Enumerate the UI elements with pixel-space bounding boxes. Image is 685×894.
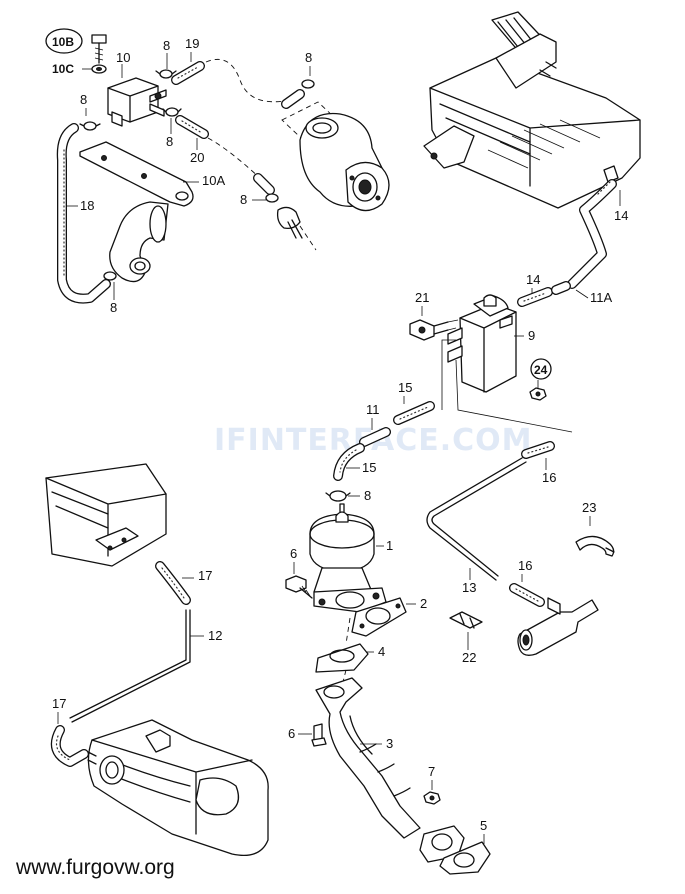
callout-4: 4 [378,644,385,659]
callout-8-b: 8 [80,92,87,107]
control-unit-box [45,463,167,567]
callout-10a: 10A [202,173,225,188]
callout-17-a: 17 [198,568,212,583]
callout-16-b: 16 [518,558,532,573]
air-filter-group: 14 11A [423,11,641,305]
callout-19: 19 [185,36,199,51]
callout-7: 7 [428,764,435,779]
egr-valve [309,513,375,573]
vacuum-hoses-group: 15 11 15 8 [325,380,435,503]
callout-20: 20 [190,150,204,165]
callout-24: 24 [534,363,548,377]
gasket-2 [351,597,407,637]
mounting-bracket [79,141,194,207]
callout-3: 3 [386,736,393,751]
gasket-5 [439,841,491,875]
callout-10b: 10B [52,35,74,49]
callout-21: 21 [415,290,429,305]
callout-6-b: 6 [288,726,295,741]
vacuum-pipe [426,457,523,581]
callout-1: 1 [386,538,393,553]
callout-8-c: 8 [166,134,173,149]
callout-8-e: 8 [305,50,312,65]
callout-6-a: 6 [290,546,297,561]
callout-circle-10b [45,28,83,54]
callout-13: 13 [462,580,476,595]
intercooler-group: 17 12 17 [45,463,269,857]
callout-22: 22 [462,650,476,665]
retaining-clip-22 [449,611,483,629]
vacuum-line-group: 16 13 16 23 22 [426,441,615,665]
callout-5: 5 [480,818,487,833]
bolt-icon [91,34,107,44]
check-valve [276,206,301,230]
callout-14-a: 14 [614,208,628,223]
callout-2: 2 [420,596,427,611]
callout-17-b: 17 [52,696,66,711]
callout-12: 12 [208,628,222,643]
callout-14-b: 14 [526,272,540,287]
charge-air-cooler [87,719,269,857]
turbocharger-group: 8 8 [240,50,390,251]
footer-site-url: www.furgovw.org [15,856,175,879]
t-piece-connector [517,599,599,656]
callout-circle-24 [530,358,552,380]
solenoid-valve-group: 10B 10C 10 8 19 8 [45,28,291,315]
callout-8-g: 8 [364,488,371,503]
callout-15-a: 15 [398,380,412,395]
gasket-4 [315,643,369,673]
callout-15-b: 15 [362,460,376,475]
callout-8-f: 8 [240,192,247,207]
callout-16-a: 16 [542,470,556,485]
pressure-converter-group: 14 9 21 24 [409,272,573,433]
callout-11: 11 [366,402,380,417]
callout-9: 9 [528,328,535,343]
callout-11a: 11A [590,290,612,305]
callout-8-a: 8 [163,38,170,53]
egr-valve-group: 1 6 2 4 3 6 7 [285,503,491,875]
callout-10: 10 [116,50,130,65]
hose-clamp-23 [575,535,615,557]
callout-10c: 10C [52,62,74,76]
callout-18: 18 [80,198,94,213]
callout-8-d: 8 [110,300,117,315]
callout-23: 23 [582,500,596,515]
egr-pipe [315,677,421,839]
